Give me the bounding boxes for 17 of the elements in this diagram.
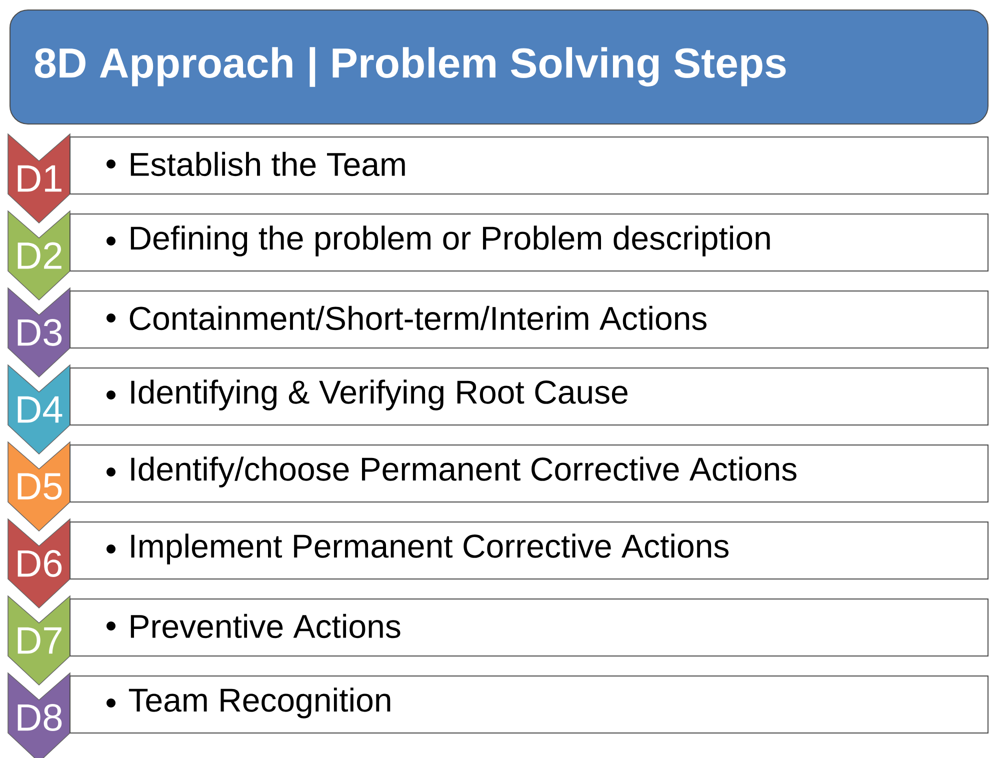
step-number-tag: D2 (8, 210, 70, 301)
step-number-tag: D8 (8, 672, 70, 758)
step-box: Team Recognition (70, 676, 988, 734)
step-box: Identifying & Verifying Root Cause (70, 368, 988, 426)
step-box: Establish the Team (70, 136, 988, 194)
step-box: Identify/choose Permanent Corrective Actions (70, 444, 988, 502)
step-number-tag: D5 (8, 441, 70, 532)
step-box: Preventive Actions (70, 598, 988, 656)
step-number-tag: D4 (8, 364, 70, 455)
title-banner: 8D Approach | Problem Solving Steps (10, 10, 988, 124)
step-number-tag: D6 (8, 518, 70, 609)
step-number-tag: D7 (8, 595, 70, 686)
step-box: Defining the problem or Problem description (70, 214, 988, 272)
step-number-tag: D1 (8, 133, 70, 224)
step-number-tag: D3 (8, 287, 70, 378)
step-box: Implement Permanent Corrective Actions (70, 522, 988, 580)
step-box: Containment/Short-term/Interim Actions (70, 290, 988, 348)
